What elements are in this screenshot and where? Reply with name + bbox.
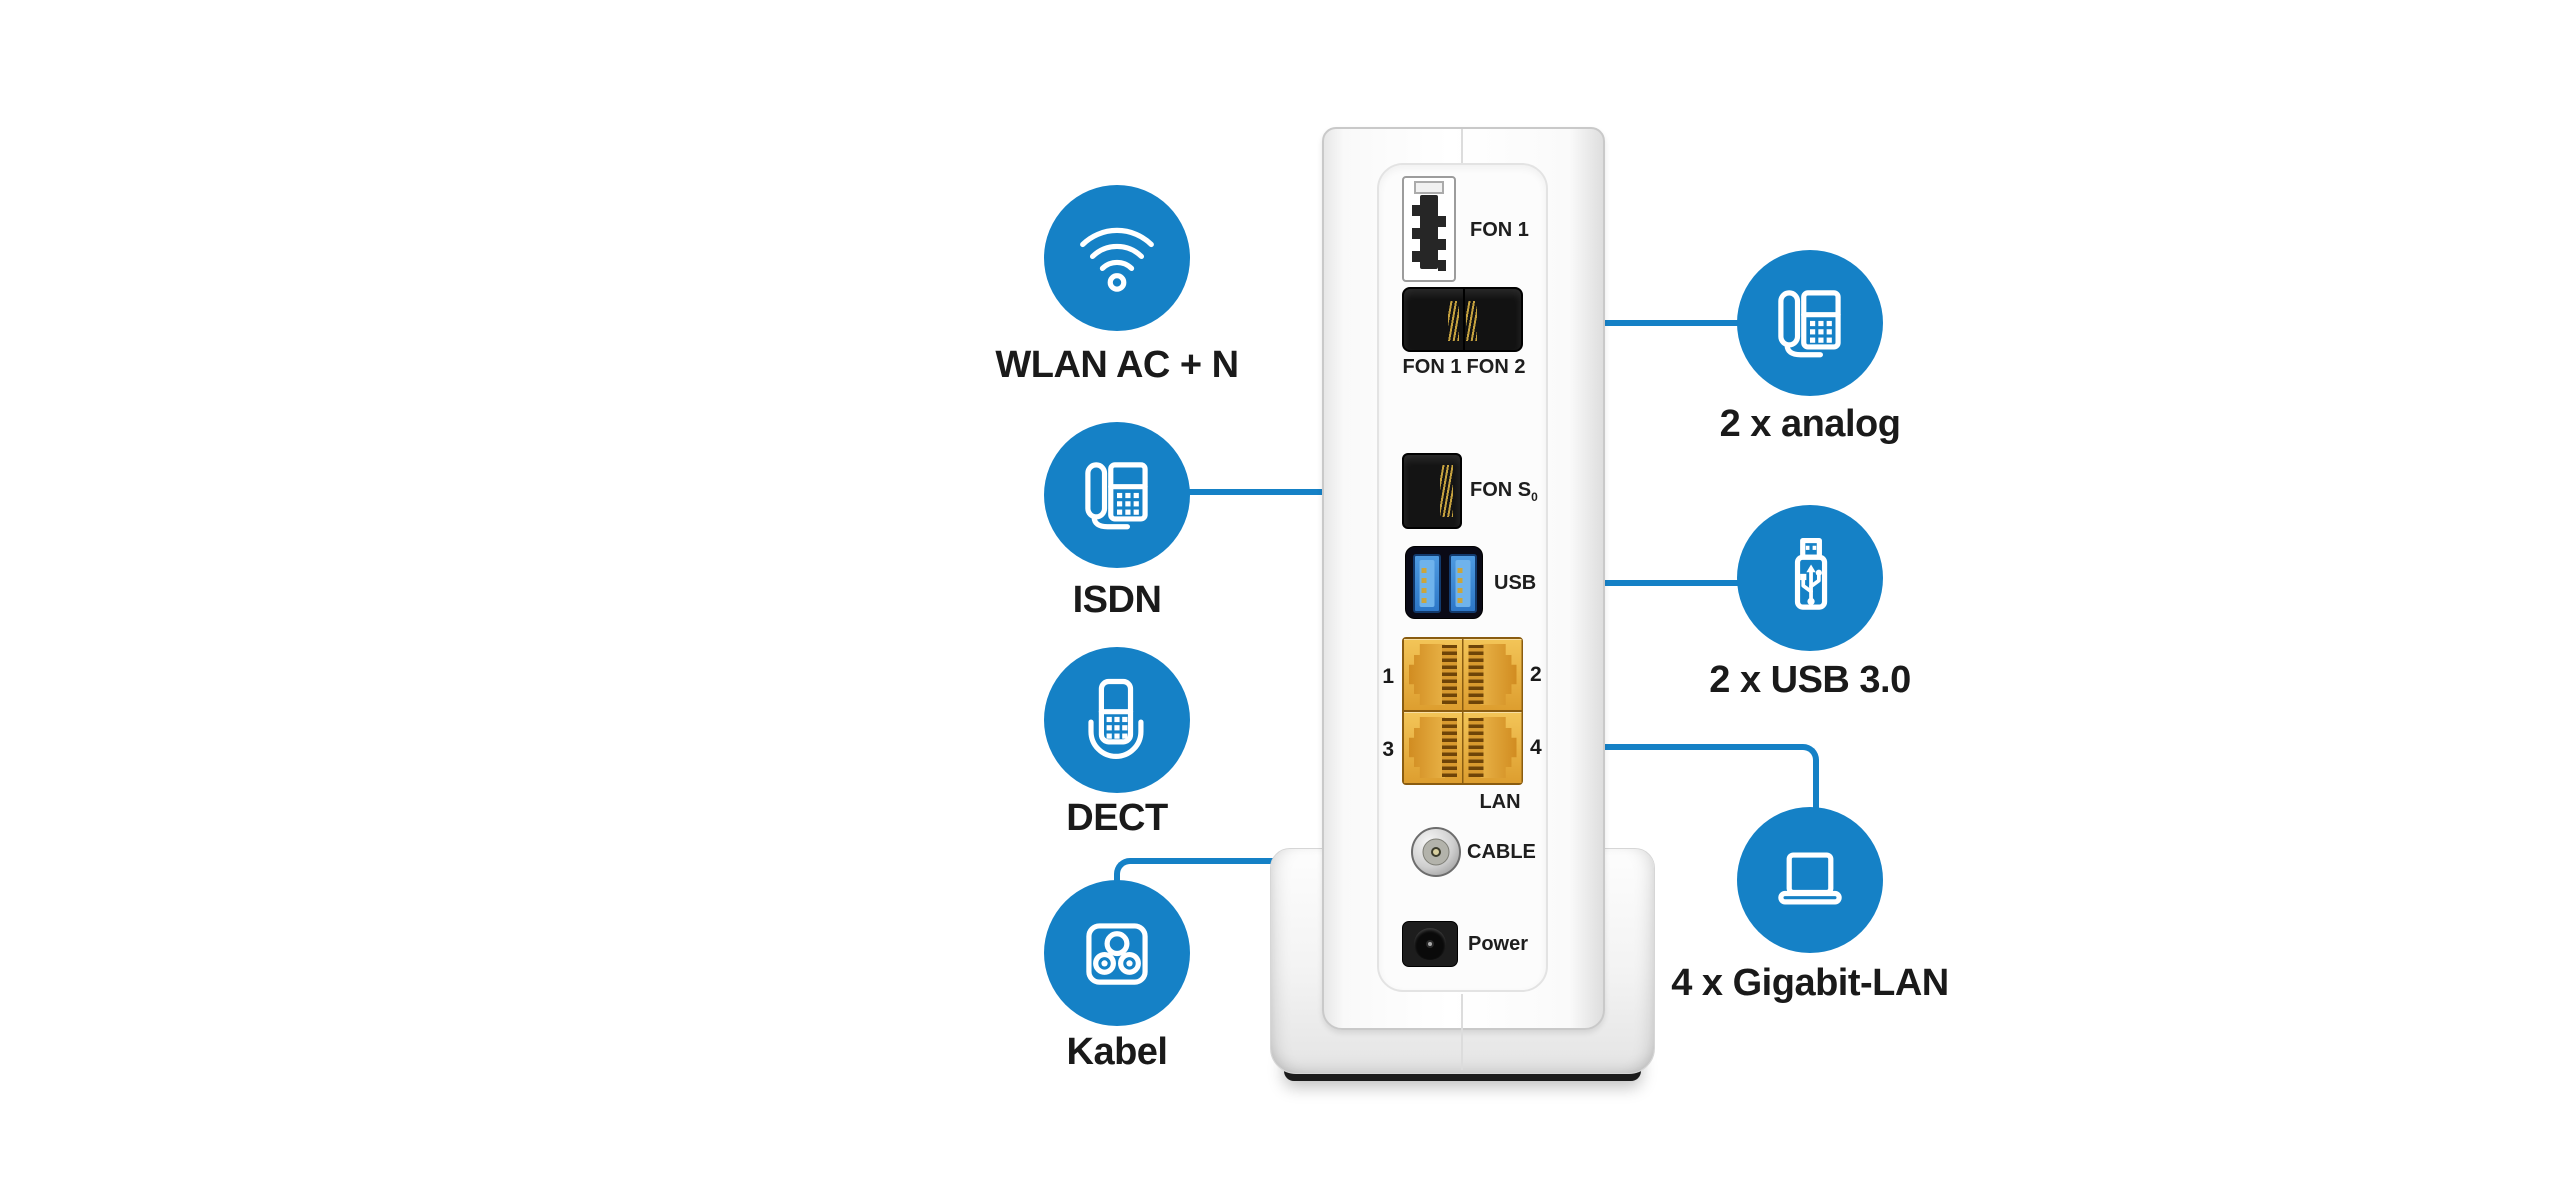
fon-s0-label: FON S0 bbox=[1470, 479, 1538, 504]
feature-isdn-circle bbox=[1044, 422, 1190, 568]
desk-phone-icon bbox=[1085, 462, 1148, 530]
feature-usb-circle bbox=[1737, 505, 1883, 651]
analog-connector-line bbox=[1603, 320, 1739, 326]
rj11-label-fon2: FON 2 bbox=[1466, 356, 1526, 378]
isdn-connector-line bbox=[1188, 489, 1324, 495]
usb-stick-icon bbox=[1794, 537, 1828, 610]
feature-analog-circle bbox=[1737, 250, 1883, 396]
lan-port-3 bbox=[1404, 712, 1462, 783]
wifi-icon bbox=[1080, 227, 1154, 292]
feature-analog-label: 2 x analog bbox=[1719, 403, 1901, 445]
feature-wlan-label: WLAN AC + N bbox=[995, 344, 1239, 386]
power-label: Power bbox=[1468, 933, 1529, 955]
casing-seam-top bbox=[1461, 129, 1463, 163]
feature-gigabit-label: 4 x Gigabit-LAN bbox=[1671, 962, 1949, 1004]
feature-kabel-circle bbox=[1044, 880, 1190, 1026]
gigabit-lan-connector-line bbox=[1603, 744, 1819, 814]
feature-dect-label: DECT bbox=[1066, 797, 1168, 839]
lan-number-3: 3 bbox=[1382, 738, 1394, 761]
coax-socket-icon bbox=[1086, 923, 1148, 985]
feature-kabel-label: Kabel bbox=[1066, 1031, 1168, 1073]
feature-isdn-label: ISDN bbox=[1072, 579, 1162, 621]
power-port bbox=[1402, 921, 1458, 967]
tae-connector bbox=[1420, 195, 1438, 269]
laptop-icon bbox=[1778, 852, 1842, 905]
usb-ports bbox=[1405, 546, 1483, 619]
feature-gigabit-circle bbox=[1737, 807, 1883, 953]
feature-dect-circle bbox=[1044, 647, 1190, 793]
lan-number-2: 2 bbox=[1530, 663, 1542, 686]
desk-phone-icon bbox=[1778, 290, 1841, 358]
lan-label: LAN bbox=[1479, 791, 1521, 813]
fon-s0-port bbox=[1402, 453, 1462, 529]
usb-connector-line bbox=[1603, 580, 1739, 586]
casing-seam-bottom bbox=[1461, 994, 1463, 1070]
tae-slot bbox=[1414, 181, 1444, 194]
lan-number-4: 4 bbox=[1530, 736, 1542, 759]
cable-coax-port bbox=[1411, 827, 1461, 877]
usb-port-2 bbox=[1449, 554, 1477, 613]
lan-port-4 bbox=[1463, 712, 1521, 783]
cordless-phone-icon bbox=[1088, 678, 1144, 759]
cable-label: CABLE bbox=[1467, 841, 1536, 863]
rj11-label-fon1: FON 1 bbox=[1402, 356, 1462, 378]
kabel-connector-line bbox=[1114, 858, 1292, 888]
usb-label: USB bbox=[1494, 572, 1537, 594]
tae-port bbox=[1402, 176, 1456, 282]
lan-port-1 bbox=[1404, 639, 1462, 710]
tae-port-label: FON 1 bbox=[1470, 219, 1529, 241]
feature-wlan-circle bbox=[1044, 185, 1190, 331]
rj11-ports-fon1-fon2 bbox=[1402, 287, 1523, 352]
lan-number-1: 1 bbox=[1382, 665, 1394, 688]
usb-port-1 bbox=[1413, 554, 1441, 613]
lan-port-2 bbox=[1463, 639, 1521, 710]
feature-usb-label: 2 x USB 3.0 bbox=[1709, 659, 1911, 701]
lan-ports bbox=[1402, 637, 1523, 785]
